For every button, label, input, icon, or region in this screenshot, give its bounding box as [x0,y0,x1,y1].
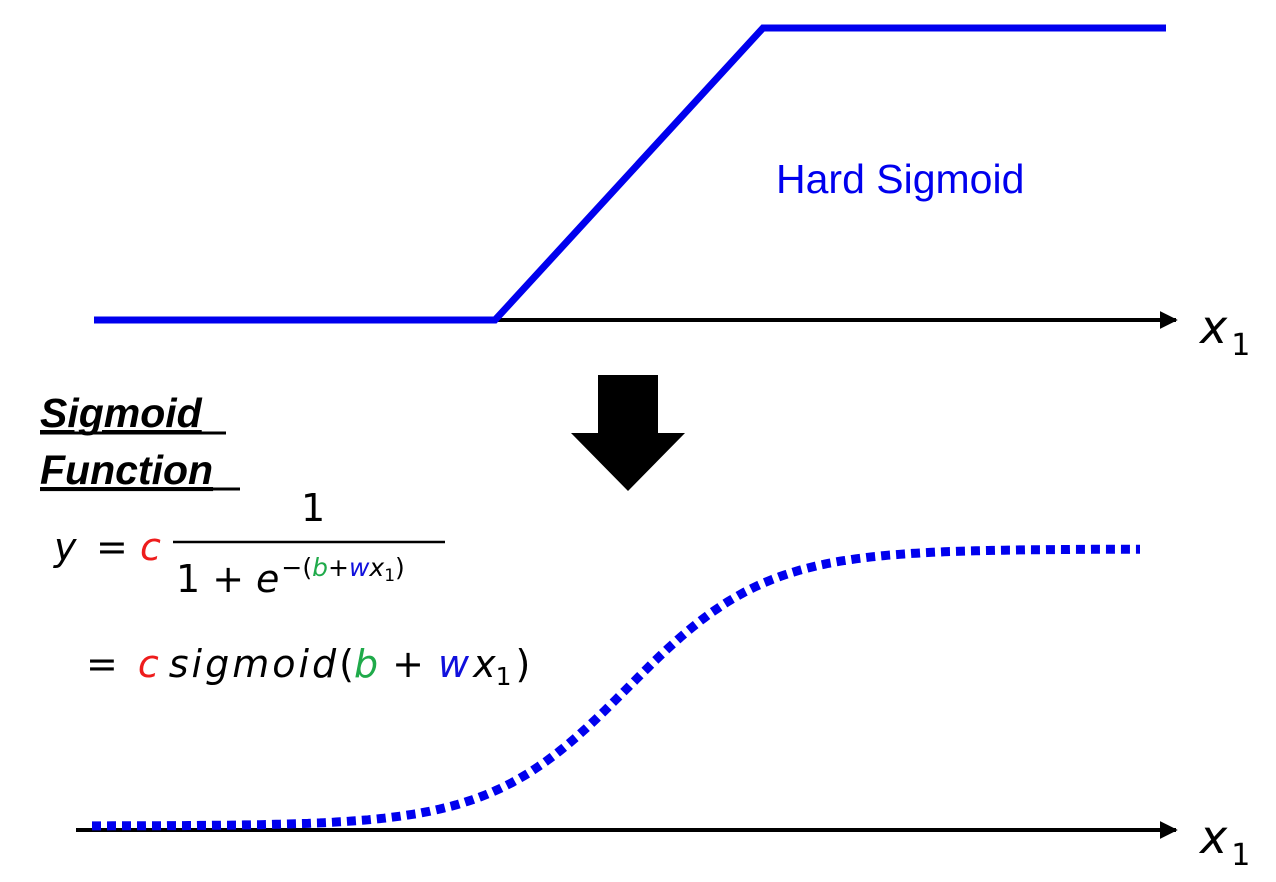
bottom-axis-x: x [1198,810,1228,864]
line2-open: ( [339,642,354,686]
down-arrow [571,375,685,491]
formula-denominator: 1+e−(b+wx1) [176,553,405,601]
formula-coef-c: c [140,525,161,569]
line2-x: x [472,642,496,686]
line2-equals: = [86,642,118,686]
section-title-line2: Function [40,447,213,493]
hard-sigmoid-curve [94,24,1166,324]
top-axis-x: x [1198,300,1228,354]
line2-plus: + [392,642,424,686]
exponent-x: x [368,553,384,582]
line2-coef-c: c [138,642,159,686]
formula-numerator: 1 [301,486,325,530]
formula-equals: = [96,525,128,569]
line2-b: b [354,642,378,686]
line2-sub: 1 [496,662,512,691]
exponent-b: b [312,553,328,582]
formula-lhs: y [53,525,77,569]
exponent-plus: + [328,553,349,582]
exponent-w: w [349,553,370,582]
top-axis-sub: 1 [1231,328,1250,363]
exponent-close: ) [395,553,405,582]
denominator-one: 1 [176,557,200,601]
denominator-e: e [256,557,279,601]
denominator-plus: + [212,557,244,601]
bottom-axis-sub: 1 [1231,838,1250,873]
sigmoid-curve [92,544,1140,831]
line2-w: w [438,642,470,686]
exponent-sub: 1 [384,566,395,586]
exponent-minus-paren: −( [281,553,312,582]
section-title-line1: Sigmoid [40,390,203,436]
hard-sigmoid-label: Hard Sigmoid [776,156,1024,202]
line2-close: ) [515,642,530,686]
line2-func: sigmoid [169,642,339,686]
